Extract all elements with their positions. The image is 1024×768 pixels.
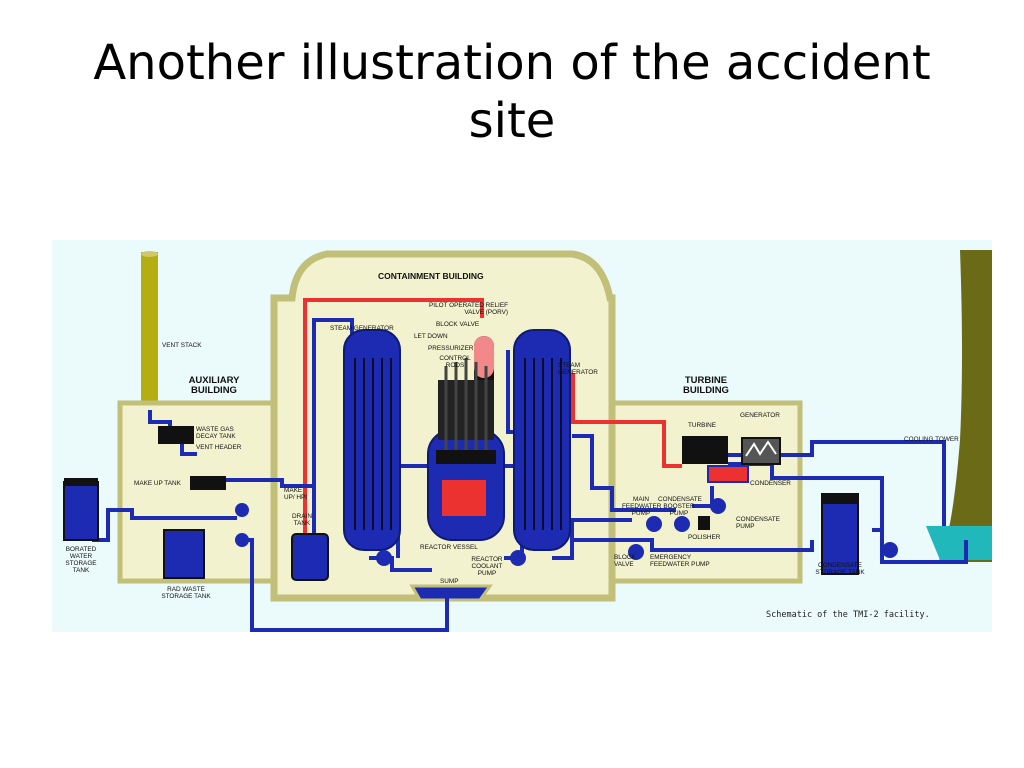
- cooling-tower: [938, 250, 992, 562]
- label-let-down: LET DOWN: [414, 333, 448, 340]
- label-condensate-pump: CONDENSATE PUMP: [736, 516, 780, 530]
- turbine: [682, 436, 728, 464]
- polisher: [698, 516, 710, 530]
- schematic-caption: Schematic of the TMI-2 facility.: [766, 610, 930, 620]
- label-steam-generator-left: STEAM GENERATOR: [330, 325, 394, 332]
- slide-title-line-2: site: [468, 93, 556, 149]
- coolant-pump-left: [376, 550, 392, 566]
- label-cooling-tower: COOLING TOWER: [904, 436, 959, 443]
- sump: [409, 584, 493, 602]
- waste-gas-decay-tank: [158, 426, 194, 444]
- drain-tank: [291, 533, 329, 581]
- label-pressurizer: PRESSURIZER: [428, 345, 474, 352]
- label-turbine-building: TURBINE BUILDING: [683, 375, 729, 396]
- label-steam-generator-right: STEAM GENERATOR: [558, 362, 598, 376]
- condensate-pump: [710, 498, 726, 514]
- label-waste-gas: WASTE GAS DECAY TANK: [196, 426, 236, 440]
- label-generator: GENERATOR: [740, 412, 780, 419]
- emergency-feedwater-pump: [628, 544, 644, 560]
- label-reactor-coolant-pump: REACTOR COOLANT PUMP: [471, 556, 503, 577]
- reactor-core: [442, 480, 486, 516]
- main-feedwater-pump: [646, 516, 662, 532]
- label-rad-waste: RAD WASTE STORAGE TANK: [161, 586, 211, 600]
- slide-title: Another illustration of the accident sit…: [0, 34, 1024, 150]
- borated-water-storage-tank: [63, 481, 99, 541]
- label-auxiliary-building: AUXILIARY BUILDING: [188, 375, 240, 396]
- label-main-feedwater-pump: MAIN FEEDWATER PUMP: [622, 496, 662, 517]
- label-block-valve: BLOCK VALVE: [436, 321, 480, 328]
- cooling-pump: [882, 542, 898, 558]
- label-reactor-vessel: REACTOR VESSEL: [420, 544, 478, 551]
- aux-pump-2: [235, 533, 249, 547]
- label-sump: SUMP: [440, 578, 459, 585]
- label-make-up-hpi: MAKE UP/ HPI: [284, 487, 308, 501]
- label-borated-tank: BORATED WATER STORAGE TANK: [65, 546, 97, 574]
- label-make-up-tank: MAKE UP TANK: [134, 480, 181, 487]
- label-polisher: POLISHER: [688, 534, 721, 541]
- label-condenser: CONDENSER: [750, 480, 791, 487]
- schematic-drawing: [52, 240, 992, 632]
- label-porv: PILOT OPERATED RELIEF VALVE (PORV): [429, 302, 508, 316]
- label-block-valve-2: BLOCK VALVE: [614, 554, 636, 568]
- aux-pump-1: [235, 503, 249, 517]
- rad-waste-storage-tank: [163, 529, 205, 579]
- label-vent-header: VENT HEADER: [196, 444, 242, 451]
- tmi2-schematic: CONTAINMENT BUILDING PILOT OPERATED RELI…: [52, 240, 992, 632]
- label-condensate-storage: CONDENSATE STORAGE TANK: [815, 562, 865, 576]
- label-turbine: TURBINE: [688, 422, 717, 429]
- condenser: [707, 465, 749, 483]
- label-vent-stack: VENT STACK: [162, 342, 202, 349]
- slide-title-line-1: Another illustration of the accident: [93, 35, 931, 91]
- label-containment: CONTAINMENT BUILDING: [378, 271, 484, 281]
- label-emergency-feedwater: EMERGENCY FEEDWATER PUMP: [650, 554, 710, 568]
- make-up-tank: [190, 476, 226, 490]
- label-condensate-booster: CONDENSATE BOOSTER PUMP: [658, 496, 702, 517]
- vent-stack: [141, 252, 158, 410]
- label-drain-tank: DRAIN TANK: [292, 513, 312, 527]
- hot-leg-pipe: [303, 298, 484, 580]
- cooling-tower-basin: [926, 526, 992, 560]
- condensate-booster-pump: [674, 516, 690, 532]
- coolant-pump-right: [510, 550, 526, 566]
- label-control-rods: CONTROL RODS: [439, 355, 471, 369]
